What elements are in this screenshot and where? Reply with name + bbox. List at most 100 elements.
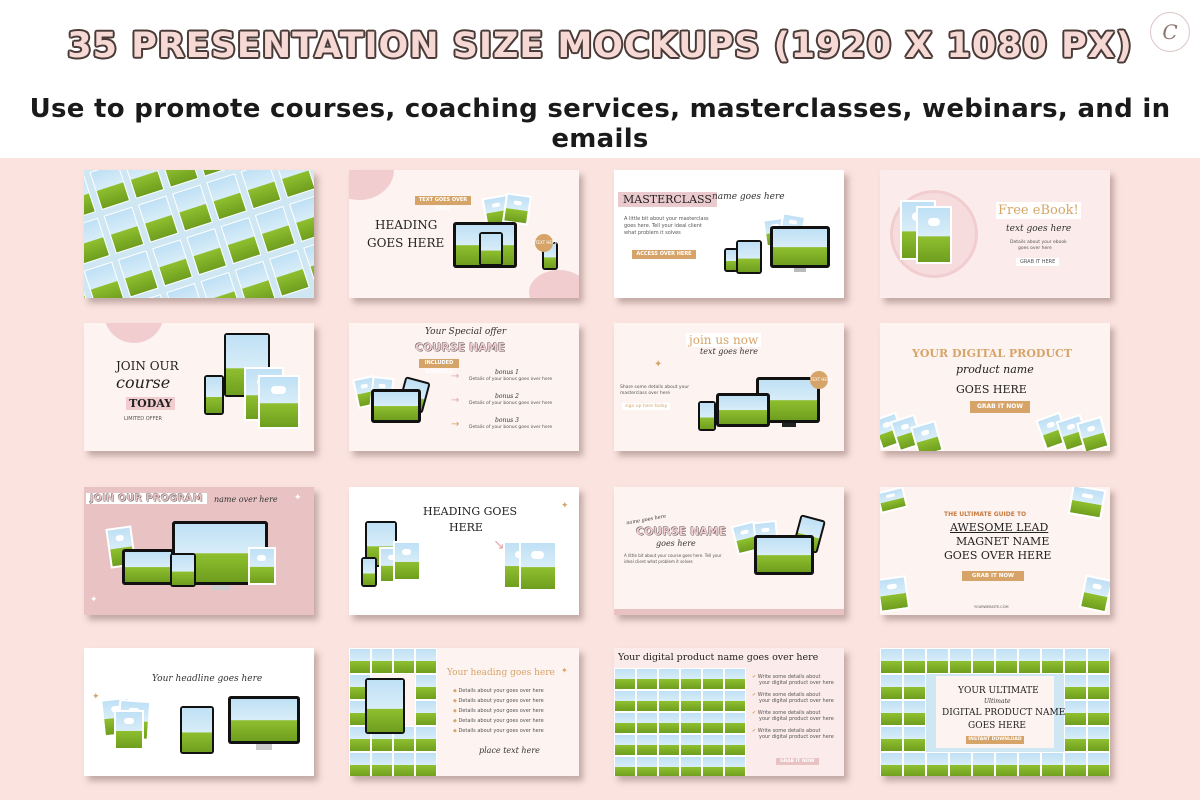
laptop-device: [754, 535, 814, 575]
mockup-image: [880, 487, 909, 515]
panel-line: DIGITAL PRODUCT NAME: [942, 708, 1066, 718]
mockup-image: [1067, 487, 1107, 520]
guide-line: THE ULTIMATE GUIDE TO: [944, 511, 1027, 518]
sparkle-icon: ✦: [90, 595, 98, 605]
tablet-device: [479, 232, 503, 266]
mockup-card-11[interactable]: name goes here COURSE NAME goes here A l…: [614, 487, 844, 615]
mockup-card-3[interactable]: MASTERCLASS name goes here A little bit …: [614, 170, 844, 298]
mockup-image: [393, 541, 421, 581]
download-button[interactable]: INSTANT DOWNLOAD: [966, 736, 1024, 744]
heading-line: HEADING: [375, 218, 438, 232]
mockup-image: [114, 710, 144, 750]
heading-line: HERE: [449, 521, 483, 534]
mockup-card-2[interactable]: TEXT GOES OVER HERE HEADING GOES HERE TE…: [349, 170, 579, 298]
list-item: ◆ Details about your goes over here: [453, 728, 544, 734]
card-title: Your heading goes here: [447, 668, 555, 678]
list-item: your digital product over here: [759, 698, 834, 704]
grab-button[interactable]: GRAB IT HERE: [1016, 258, 1060, 266]
access-button[interactable]: ACCESS OVER HERE: [632, 250, 696, 259]
corner-blob: [529, 270, 579, 298]
footer-text: YOURWEBSITE.COM: [974, 605, 1009, 609]
corner-blob: [104, 323, 164, 343]
mockup-card-8[interactable]: YOUR DIGITAL PRODUCT product name GOES H…: [880, 323, 1110, 451]
mockup-card-10[interactable]: HEADING GOES HERE ✦ ↘: [349, 487, 579, 615]
phone-device: [724, 248, 738, 272]
card-body: A little bit about your masterclass: [624, 216, 709, 222]
laptop-device: [371, 389, 421, 423]
signup-link[interactable]: sign up here today: [622, 403, 671, 410]
mockup-card-6[interactable]: Your Special offer COURSE NAME INCLUDED …: [349, 323, 579, 451]
bonuses-pill: INCLUDED BONUSES: [419, 359, 459, 375]
offer-script: Your Special offer: [425, 327, 507, 337]
card-title: JOIN OUR PROGRAM: [86, 493, 207, 504]
course-name: COURSE NAME: [636, 525, 727, 538]
tablet-device: [736, 240, 762, 274]
list-item: ◆ Details about your goes over here: [453, 688, 544, 694]
bonus-label: bonus 3: [495, 417, 519, 424]
tile-pattern: [84, 170, 314, 298]
bonus-label: bonus 2: [495, 393, 519, 400]
card-body: goes here. Tell your ideal client: [624, 223, 702, 229]
monitor-stand: [212, 585, 230, 590]
arrow-icon: →: [451, 371, 460, 382]
list-item: your digital product over here: [759, 716, 834, 722]
text-pill: TEXT GOES OVER HERE: [415, 196, 471, 212]
sparkle-icon: ✦: [92, 692, 100, 702]
card-body: Share some details about your: [620, 385, 690, 390]
list-item: ◆ Details about your goes over here: [453, 698, 544, 704]
mockup-card-15[interactable]: Your digital product name goes over here…: [614, 648, 844, 776]
mockup-card-12[interactable]: THE ULTIMATE GUIDE TO AWESOME LEAD MAGNE…: [880, 487, 1110, 615]
tile-grid: [880, 648, 1110, 776]
grab-button[interactable]: GRAB IT NOW: [970, 401, 1030, 413]
card-script: text goes here: [1006, 224, 1072, 234]
card-script: goes here: [656, 539, 696, 548]
sparkle-icon: ✦: [654, 359, 663, 370]
mockup-image: [910, 420, 944, 451]
heading-line: GOES HERE: [367, 236, 445, 250]
monitor-stand: [794, 268, 806, 272]
card-body: masterclass over here: [620, 391, 670, 396]
mockup-card-5[interactable]: JOIN OUR course TODAY LIMITED OFFER: [84, 323, 314, 451]
monitor-stand: [256, 744, 272, 750]
arrow-icon: →: [451, 419, 460, 430]
sparkle-icon: ✦: [561, 666, 568, 675]
page-title: 35 PRESENTATION SIZE MOCKUPS (1920 X 108…: [67, 26, 1133, 66]
tile-grid: [614, 668, 746, 776]
course-script: course: [116, 373, 171, 392]
list-item: ◆ Details about your goes over here: [453, 718, 544, 724]
list-item: ✔ Write some details about: [752, 728, 821, 734]
mockup-card-7[interactable]: join us now text goes here ✦ Share some …: [614, 323, 844, 451]
text-badge: TEXT HERE: [535, 234, 557, 252]
card-body: Details about your ebook: [1010, 240, 1067, 245]
grab-button[interactable]: GRAB IT NOW: [962, 571, 1024, 581]
bonus-detail: Details of your bonus goes over here: [469, 377, 553, 382]
desktop-monitor: [770, 226, 830, 268]
grab-button[interactable]: GRAB IT NOW: [776, 758, 819, 765]
list-item: ◆ Details about your goes over here: [453, 708, 544, 714]
card-body: goes over here: [1018, 246, 1052, 251]
card-title: join us now: [686, 333, 762, 347]
header-banner: 35 PRESENTATION SIZE MOCKUPS (1920 X 108…: [0, 0, 1200, 158]
tablet-device: [365, 678, 405, 734]
card-body: A little bit about your course goes here…: [624, 553, 722, 558]
bonus-detail: Details of your bonus goes over here: [469, 425, 553, 430]
monitor-stand: [782, 423, 796, 427]
mockup-card-14[interactable]: Your heading goes here ✦ ◆ Details about…: [349, 648, 579, 776]
mockup-card-1[interactable]: [84, 170, 314, 298]
bonus-label: bonus 1: [495, 369, 519, 376]
desktop-monitor: [228, 696, 300, 744]
today-line: TODAY: [126, 397, 176, 410]
mockup-card-13[interactable]: Your headline goes here ✦: [84, 648, 314, 776]
mockup-card-9[interactable]: JOIN OUR PROGRAM name over here ✦ ✦: [84, 487, 314, 615]
panel-script: Ultimate: [984, 698, 1011, 705]
mockup-image: [1078, 574, 1110, 614]
list-item: ✔ Write some details about: [752, 692, 821, 698]
card-title: YOUR DIGITAL PRODUCT: [912, 347, 1072, 360]
card-script: name over here: [214, 495, 278, 504]
guide-line: GOES OVER HERE: [944, 549, 1052, 562]
mockup-card-4[interactable]: Free eBook! text goes here Details about…: [880, 170, 1110, 298]
mockup-image: [916, 206, 952, 264]
corner-blob: [349, 170, 394, 200]
goes-line: GOES HERE: [956, 383, 1027, 396]
mockup-card-16[interactable]: YOUR ULTIMATE Ultimate DIGITAL PRODUCT N…: [880, 648, 1110, 776]
